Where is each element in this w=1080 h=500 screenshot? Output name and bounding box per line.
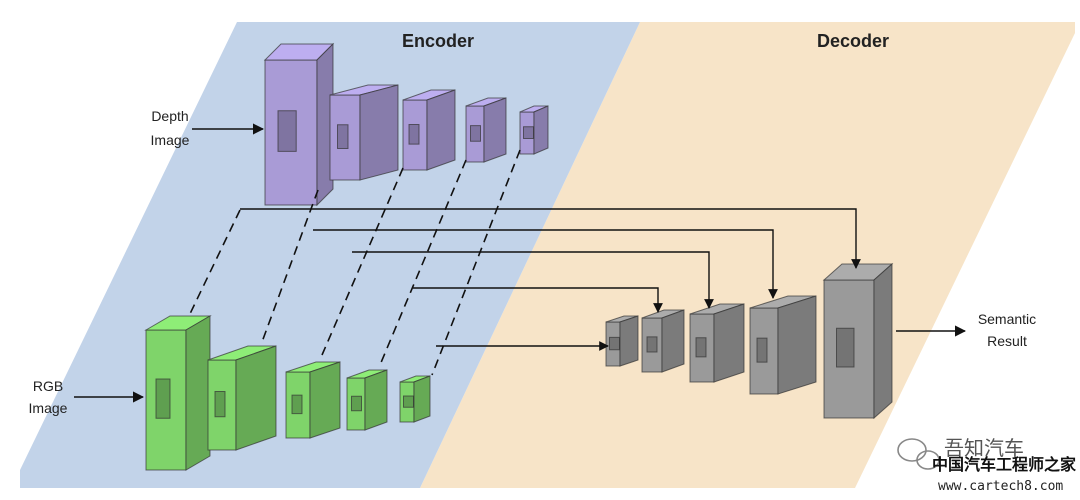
rgb-layer-3-side: [309, 361, 341, 439]
decoder-title: Decoder: [817, 31, 889, 51]
fusion-dashed-lines: [187, 149, 521, 376]
depth-layer-2-side: [359, 84, 399, 181]
watermark-site-name: 中国汽车工程师之家: [932, 455, 1077, 474]
depth-image-label-line2: Image: [151, 132, 190, 148]
decoder-layer-1-kernel: [609, 336, 620, 351]
rgb-image-label-line2: Image: [29, 400, 68, 416]
skip-connections: [240, 208, 861, 351]
semantic-result-label-line1: Semantic: [978, 311, 1036, 327]
rgb-layer-2-side: [235, 345, 277, 451]
decoder-layer-3-kernel: [695, 337, 707, 358]
rgb-layer-1-side: [185, 315, 211, 471]
depth-layer-2-kernel: [337, 124, 349, 150]
watermark-url: www.cartech8.com: [938, 479, 1063, 494]
rgb-layer-4-side: [364, 369, 388, 431]
decoder-layer-1-side: [619, 315, 639, 367]
depth-layer-3-kernel: [408, 124, 420, 145]
decoder-layer-1: [605, 315, 639, 367]
rgb-layer-5: [399, 375, 431, 423]
depth-image-label-line1: Depth: [151, 108, 188, 124]
io-arrows: [74, 123, 967, 403]
rgb-layer-4-kernel: [351, 395, 362, 412]
rgb-layer-4: [346, 369, 388, 431]
decoder-layer-4-kernel: [756, 337, 768, 363]
depth-layer-4: [465, 97, 507, 163]
decoder-output-layer: [822, 262, 894, 420]
depth-layer-2: [329, 84, 399, 181]
rgb-layer-2-kernel: [214, 391, 226, 418]
rgb-layer-3: [285, 361, 341, 439]
semantic-result-label-line2: Result: [987, 333, 1027, 349]
decoder-panel: [420, 22, 1075, 488]
rgb-encoder-blocks: [144, 315, 431, 471]
decoder-layer-2-kernel: [646, 336, 658, 353]
depth-layer-5: [519, 105, 549, 155]
rgb-layer-2: [207, 345, 277, 451]
rgb-layer-1: [144, 315, 212, 471]
encoder-title: Encoder: [402, 31, 474, 51]
decoder-output-layer-side: [873, 262, 893, 420]
rgb-layer-1-kernel: [155, 378, 171, 419]
watermark-brand: 吾知汽车: [944, 437, 1024, 460]
wechat-logo-icon: [897, 438, 940, 470]
rgb-image-label-line1: RGB: [33, 378, 63, 394]
decoder-blocks: [605, 262, 894, 420]
depth-layer-5-kernel: [523, 126, 534, 139]
depth-layer-1-side: [316, 42, 334, 207]
decoder-layer-4-side: [777, 295, 817, 395]
depth-layer-3-side: [426, 89, 456, 171]
depth-layer-3: [402, 89, 456, 171]
rgb-layer-3-kernel: [291, 394, 303, 415]
decoder-layer-3: [689, 303, 745, 383]
decoder-output-layer-kernel: [836, 327, 855, 368]
decoder-layer-2-side: [661, 309, 685, 373]
depth-layer-5-side: [533, 105, 549, 155]
decoder-layer-4: [749, 295, 817, 395]
depth-layer-1-kernel: [277, 110, 297, 152]
rgb-layer-5-side: [413, 375, 431, 423]
rgb-layer-5-kernel: [403, 395, 414, 408]
depth-encoder-blocks: [263, 42, 549, 207]
depth-layer-4-side: [483, 97, 507, 163]
watermark: 吾知汽车 中国汽车工程师之家 www.cartech8.com: [897, 437, 1077, 494]
decoder-layer-3-side: [713, 303, 745, 383]
decoder-layer-2: [641, 309, 685, 373]
depth-layer-4-kernel: [470, 125, 481, 142]
depth-layer-1: [263, 42, 335, 207]
